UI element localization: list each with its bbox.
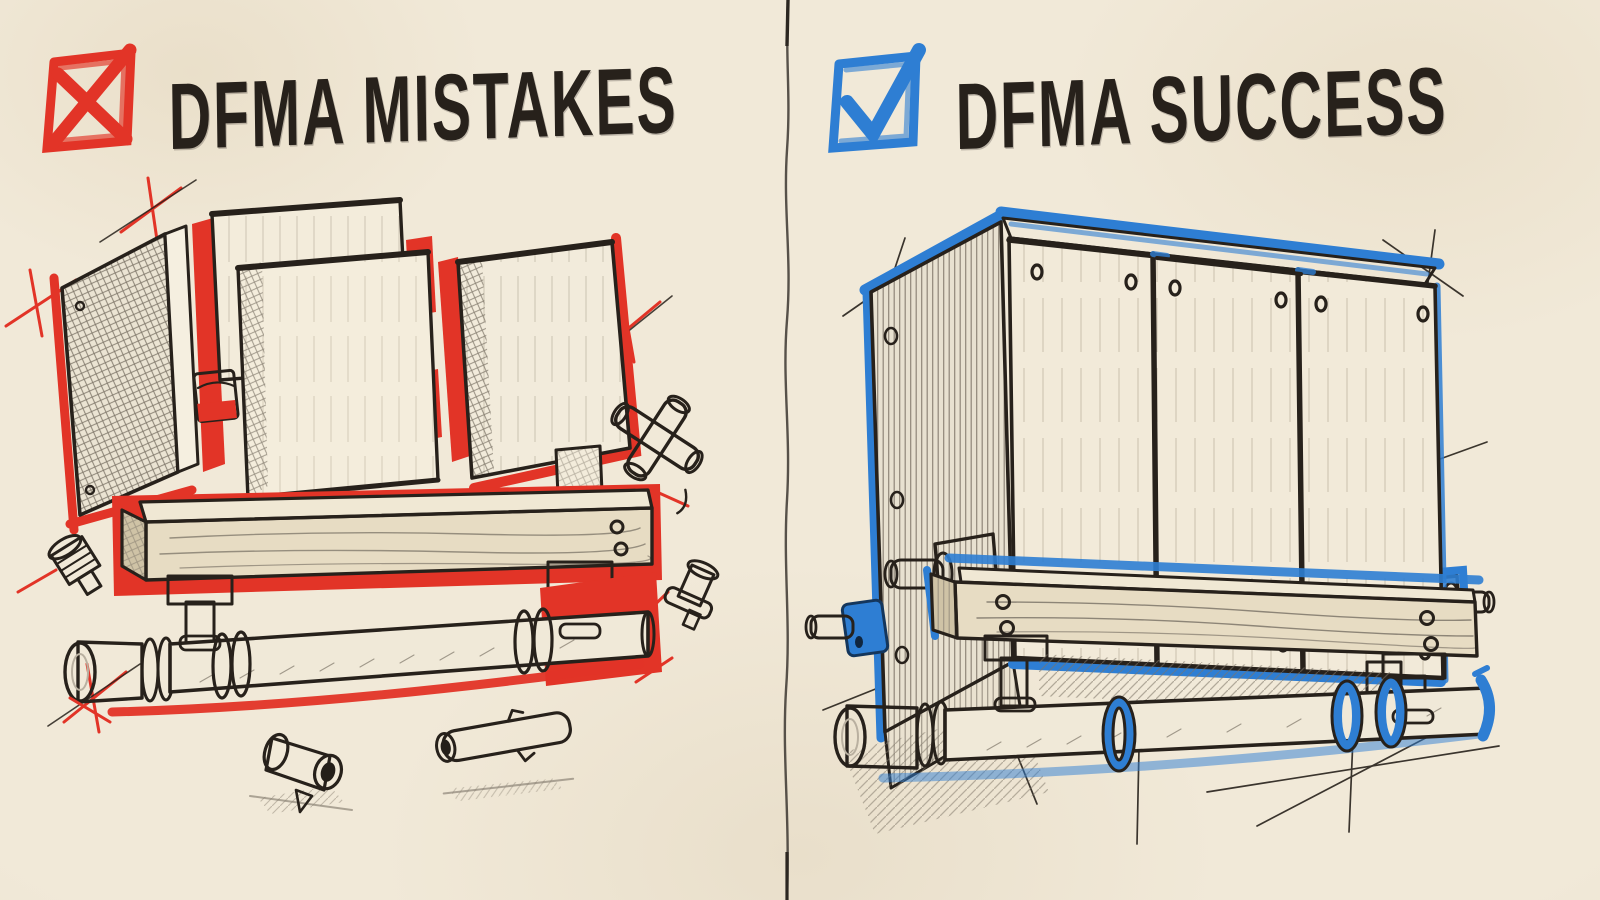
loose-pipe-short [249,732,353,814]
wood-beam [923,553,1484,658]
misaligned-panel-right [455,233,642,498]
mistakes-title: DFMA MISTAKES [168,48,679,171]
mistakes-panel: DFMA MISTAKES [0,0,787,900]
blue-gasket-rings [1101,675,1408,773]
pipe-run [63,560,674,724]
success-header: DFMA SUCCESS [821,38,1473,170]
gap-highlight-right [438,257,470,462]
loose-cross-fitting [610,394,704,515]
misaligned-box-front [235,249,441,501]
x-mark-checkbox-icon [42,43,137,153]
check-mark-checkbox-icon [828,43,926,153]
wood-beam [112,484,662,596]
gap-connector-blocks [192,368,240,424]
success-title: DFMA SUCCESS [955,49,1449,171]
loose-flange-stub [663,559,720,631]
cabinet-top-blue-edge [859,206,1445,296]
pipe-run [833,665,1495,783]
misaligned-panel-left [49,224,200,535]
success-illustration [804,206,1500,845]
center-divider-line [783,0,790,900]
mistakes-header: DFMA MISTAKES [34,38,704,170]
mounting-bracket-blue [804,598,890,658]
mistakes-illustration [4,176,720,814]
loose-bolt [47,533,103,596]
success-panel: DFMA SUCCESS [787,0,1600,900]
loose-pipe-long [435,708,575,802]
